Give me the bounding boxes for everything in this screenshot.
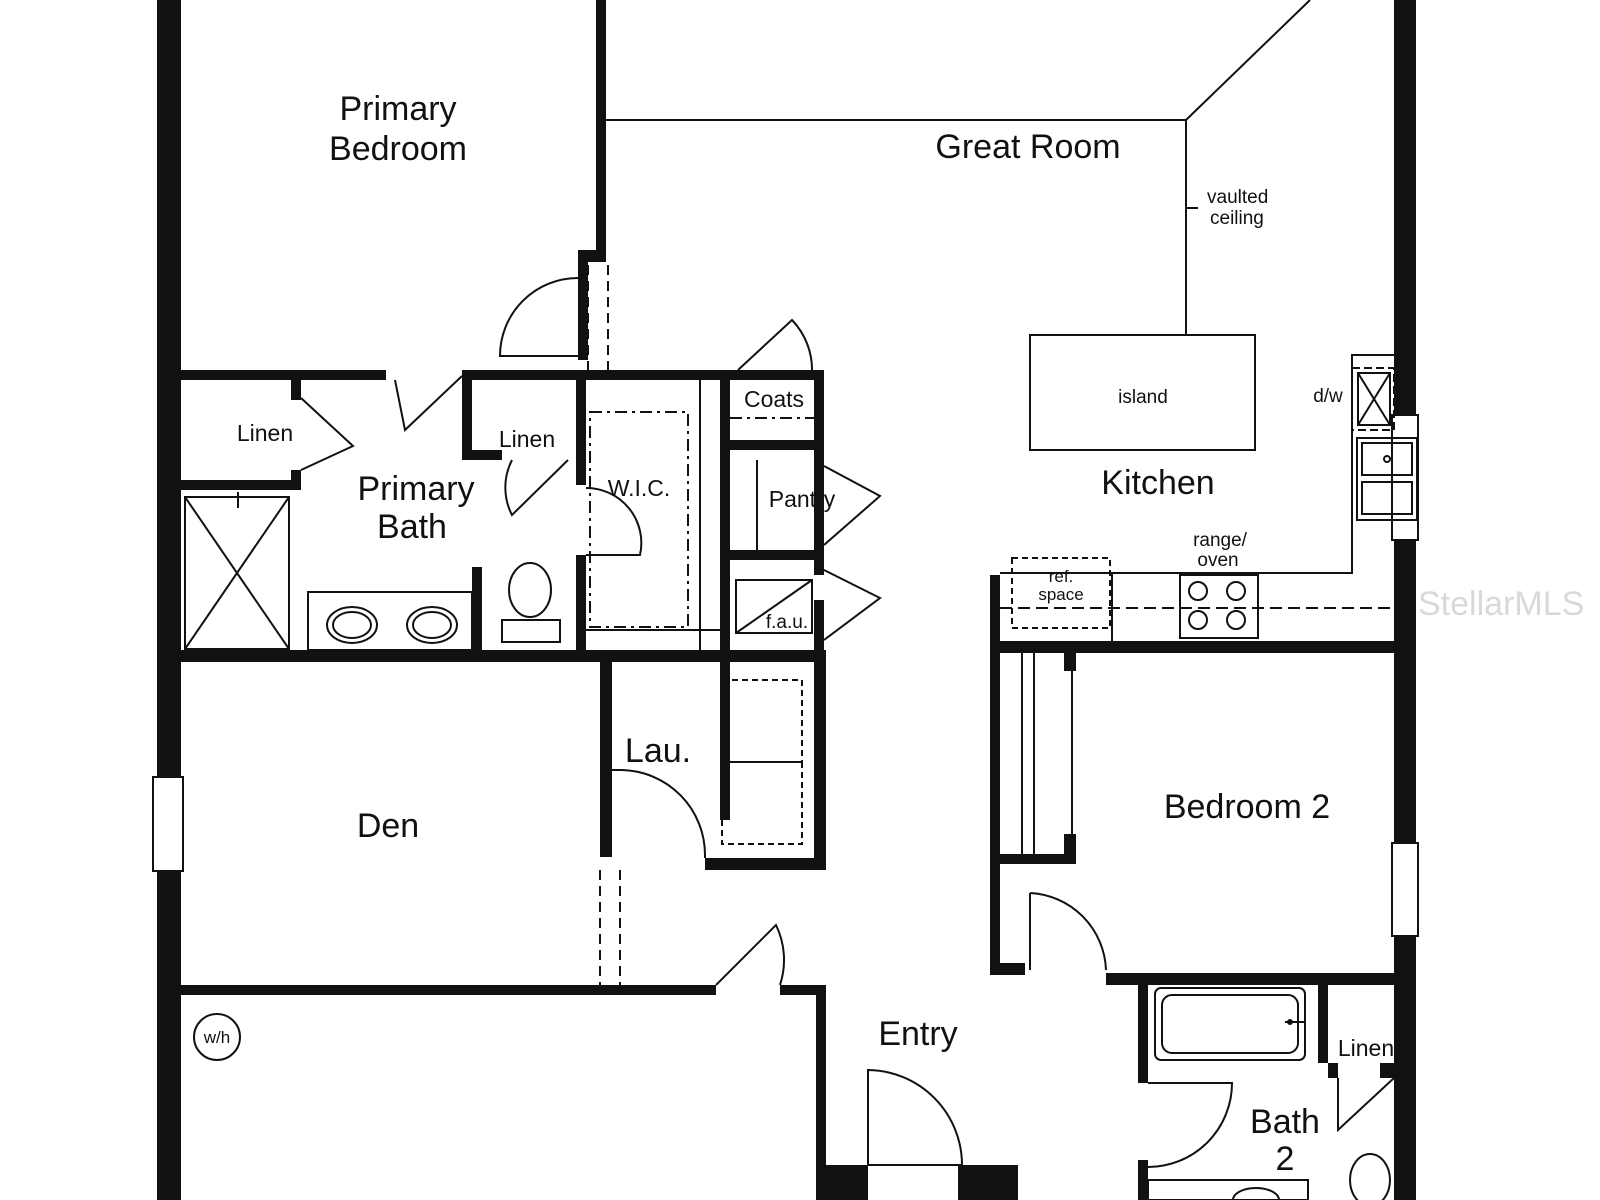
primary-bath-label-1: Primary — [357, 470, 474, 508]
range-oven-label-1: range/ — [1193, 530, 1248, 551]
dishwasher-label: d/w — [1313, 386, 1343, 407]
island-counter — [1029, 334, 1256, 451]
ref-space-label-2: space — [1038, 585, 1083, 604]
water-heater-label: w/h — [203, 1028, 230, 1047]
thin-lines — [586, 0, 1394, 985]
bath2-label-2: 2 — [1276, 1140, 1295, 1178]
door-swings — [300, 277, 1395, 1168]
pantry-label: Pantry — [769, 486, 836, 512]
fau-label: f.a.u. — [766, 612, 808, 633]
vaulted-ceiling-label-1: vaulted — [1207, 187, 1268, 208]
bedroom2-label: Bedroom 2 — [1164, 788, 1330, 826]
great-room-label: Great Room — [935, 128, 1120, 166]
primary-bath-label-2: Bath — [377, 508, 447, 546]
fixtures — [184, 334, 1418, 1200]
vaulted-ceiling-label-2: ceiling — [1210, 208, 1264, 229]
laundry-label: Lau. — [625, 732, 691, 770]
den-label: Den — [357, 807, 419, 845]
linen-left-label: Linen — [237, 420, 293, 446]
interior-walls — [181, 0, 1394, 1200]
watermark: StellarMLS — [1418, 585, 1584, 623]
wic-label: W.I.C. — [608, 475, 671, 501]
primary-bedroom-label-2: Bedroom — [329, 130, 467, 168]
entry-label: Entry — [878, 1015, 957, 1053]
exterior-walls — [157, 0, 1416, 1200]
island-label: island — [1118, 387, 1168, 408]
coats-label: Coats — [744, 386, 804, 412]
linen-right-label: Linen — [1338, 1035, 1394, 1061]
primary-bedroom-label-1: Primary — [339, 90, 456, 128]
range-oven-label-2: oven — [1197, 550, 1238, 571]
linen-mid-label: Linen — [499, 426, 555, 452]
bath2-label-1: Bath — [1250, 1103, 1320, 1141]
kitchen-label: Kitchen — [1101, 464, 1214, 502]
ref-space-label-1: ref. — [1049, 567, 1074, 586]
